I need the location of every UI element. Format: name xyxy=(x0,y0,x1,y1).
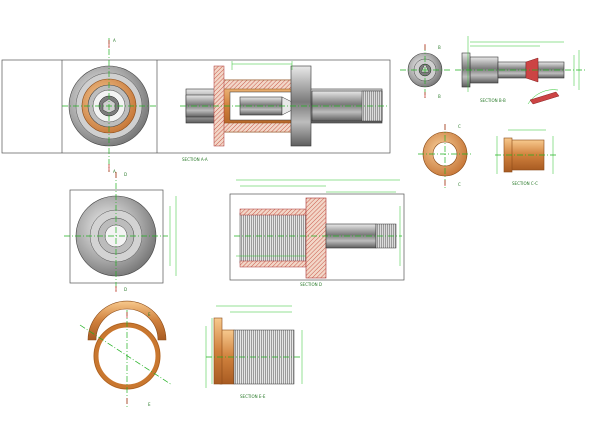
caption-section-b-b: SECTION B-B xyxy=(480,98,506,103)
mark-a-bottom: A xyxy=(113,169,116,174)
mark-d-top: D xyxy=(124,172,127,177)
view-section-c-c: SECTION C-C xyxy=(495,129,556,186)
caption-section-d: SECTION D xyxy=(300,282,322,287)
view-copper-ring: C C xyxy=(418,124,472,188)
view-split-ring: E E xyxy=(79,300,173,408)
view-nut-front: D D xyxy=(64,172,177,292)
view-end-small: B B xyxy=(400,44,450,100)
view-section-a-a: SECTION A-A xyxy=(180,61,388,162)
mark-e-top: E xyxy=(148,312,151,317)
caption-section-e-e: SECTION E-E xyxy=(240,394,266,399)
view-front-assembly: A A xyxy=(1,38,391,174)
view-section-b-b: SECTION B-B xyxy=(455,36,585,105)
mark-a-top: A xyxy=(113,38,116,43)
mark-c-bottom: C xyxy=(458,182,461,187)
mark-c-top: C xyxy=(458,124,461,129)
mark-b-top: B xyxy=(438,45,441,50)
mark-b-bottom: B xyxy=(438,94,441,99)
caption-section-c-c: SECTION C-C xyxy=(512,181,538,186)
view-section-d: SECTION D xyxy=(229,179,405,287)
mark-d-bottom: D xyxy=(124,287,127,292)
view-section-e-e: SECTION E-E xyxy=(205,305,303,399)
caption-section-a-a: SECTION A-A xyxy=(182,157,208,162)
mark-e-bottom: E xyxy=(148,402,151,407)
